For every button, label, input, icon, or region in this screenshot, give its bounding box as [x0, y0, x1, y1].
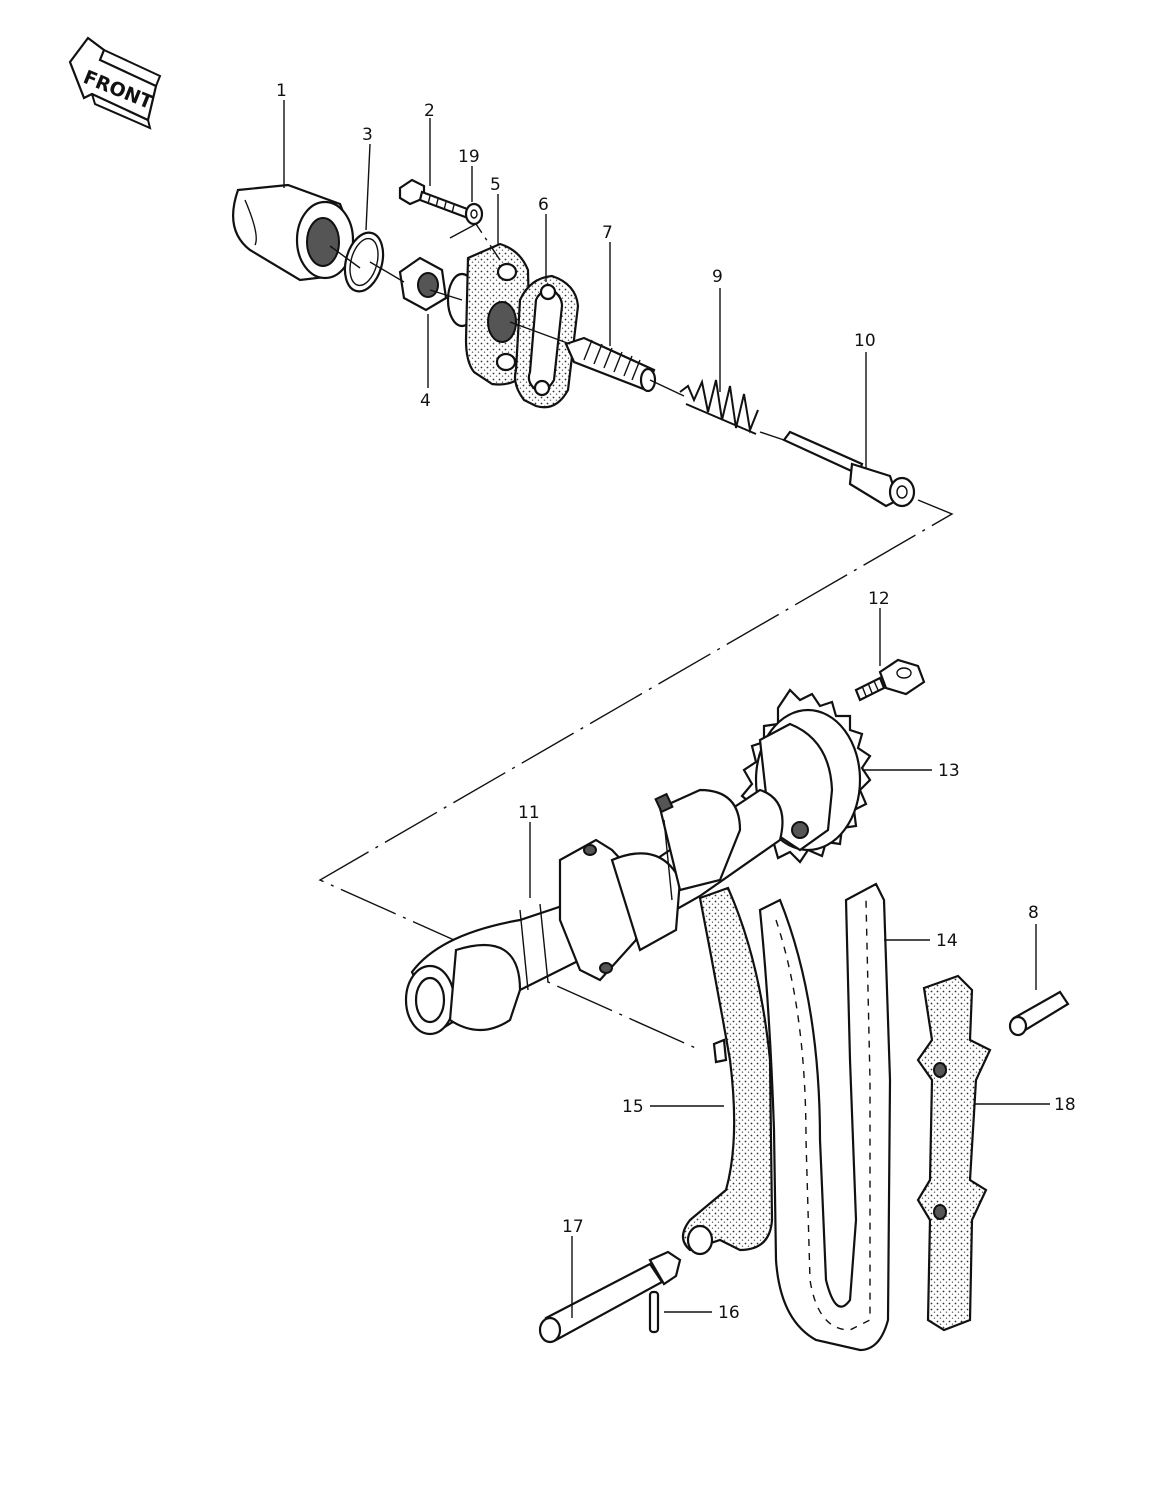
callout-19: 19 — [458, 147, 480, 167]
callout-1: 1 — [276, 81, 287, 101]
leader-lines — [283, 100, 1050, 1318]
part-2-bolt — [398, 178, 472, 220]
part-3-o-ring — [343, 231, 385, 293]
part-6-gasket — [513, 274, 580, 409]
part-1-cap — [232, 183, 355, 282]
part-8-pin — [1008, 990, 1070, 1037]
callout-2: 2 — [424, 101, 435, 121]
callout-8: 8 — [1028, 903, 1039, 923]
part-9-spring — [679, 378, 759, 435]
part-5-tensioner-body — [446, 242, 532, 386]
part-16-small-pin — [648, 1290, 660, 1334]
part-4-nut — [398, 256, 448, 312]
callout-16: 16 — [718, 1303, 740, 1323]
callout-5: 5 — [490, 175, 501, 195]
callout-13: 13 — [938, 761, 960, 781]
part-12-sprocket-bolt — [854, 658, 926, 702]
part-10-rod-bolt — [782, 430, 916, 508]
callout-15: 15 — [622, 1097, 644, 1117]
callout-9: 9 — [712, 267, 723, 287]
part-18-rear-guide — [916, 974, 992, 1332]
callout-7: 7 — [602, 223, 613, 243]
callout-17: 17 — [562, 1217, 584, 1237]
callout-4: 4 — [420, 391, 431, 411]
front-arrow-icon: FRONT — [68, 36, 162, 130]
part-19-washer — [464, 202, 484, 226]
callout-12: 12 — [868, 589, 890, 609]
part-17-pivot-pin — [538, 1250, 682, 1344]
part-15-chain-guide — [681, 886, 774, 1256]
part-14-chain — [758, 882, 892, 1352]
callout-11: 11 — [518, 803, 540, 823]
callout-10: 10 — [854, 331, 876, 351]
callout-6: 6 — [538, 195, 549, 215]
part-11-camshaft — [404, 788, 784, 1036]
callout-14: 14 — [936, 931, 958, 951]
part-7-push-rod — [564, 336, 657, 393]
callout-numbers: 1 2 3 4 5 6 7 8 9 10 11 12 13 14 15 16 1… — [276, 81, 1076, 1323]
callout-18: 18 — [1054, 1095, 1076, 1115]
callout-3: 3 — [362, 125, 373, 145]
